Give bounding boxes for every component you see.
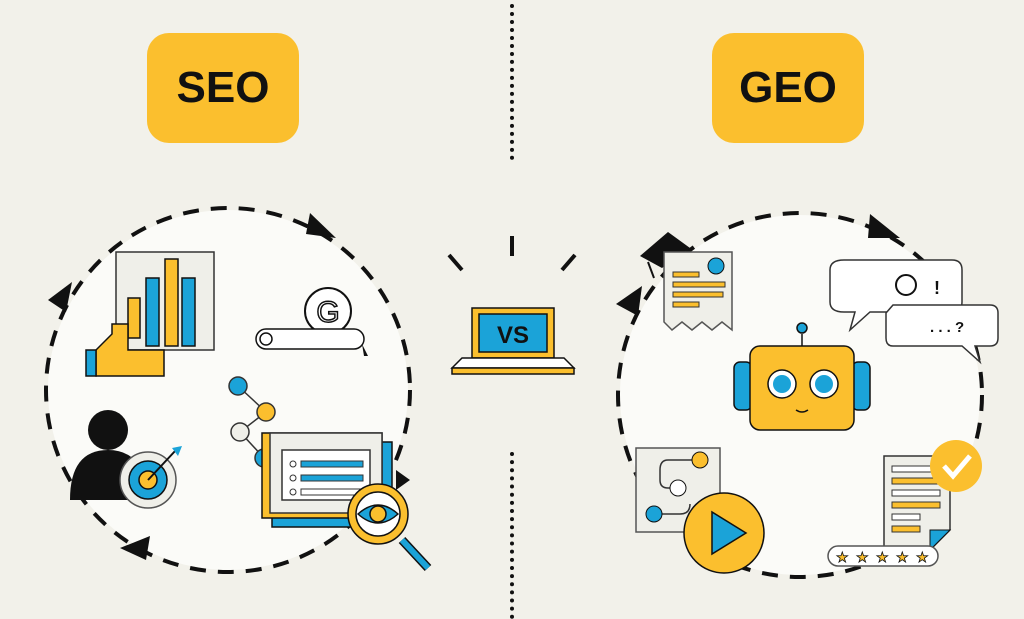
arrow-icon — [868, 214, 900, 238]
svg-text:★: ★ — [876, 549, 889, 565]
document-icon — [663, 251, 733, 332]
svg-text:G: G — [316, 296, 339, 329]
svg-text:★: ★ — [896, 549, 909, 565]
svg-text:★: ★ — [916, 549, 929, 565]
divider-bottom — [510, 452, 518, 619]
arrow-icon — [306, 213, 336, 238]
chat-bubble-icon — [829, 259, 999, 365]
star-rating: ★ ★ ★ ★ ★ — [836, 549, 929, 566]
audience-target-icon — [70, 410, 182, 509]
ellipsis-question: . . . ? — [930, 319, 964, 336]
arrow-icon — [616, 286, 642, 316]
web-page-magnifier-icon — [261, 432, 432, 572]
arrow-icon — [48, 282, 72, 312]
svg-text:★: ★ — [836, 549, 849, 565]
seo-title-badge: SEO — [147, 33, 299, 143]
geo-title-badge: GEO — [712, 33, 864, 143]
graduation-cap-icon — [640, 232, 690, 279]
google-search-icon: G — [255, 287, 368, 356]
robot-icon — [733, 322, 871, 431]
vs-label: VS — [497, 322, 529, 349]
exclamation-mark: ! — [934, 278, 940, 298]
bar-chart-icon — [85, 251, 215, 377]
arrow-icon — [396, 470, 410, 490]
svg-text:★: ★ — [856, 549, 869, 565]
rated-document-icon — [827, 440, 982, 567]
divider-top — [510, 4, 518, 160]
vs-laptop-icon — [447, 236, 577, 375]
video-flow-icon — [635, 447, 765, 574]
arrow-icon — [120, 536, 150, 560]
